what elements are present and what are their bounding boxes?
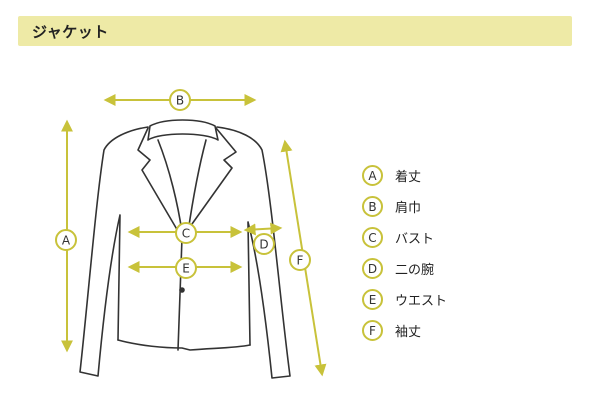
legend-label-a: 着丈 bbox=[395, 170, 422, 185]
marker-f: F bbox=[289, 249, 311, 271]
svg-text:B: B bbox=[176, 94, 184, 108]
legend-item-c: C バスト bbox=[362, 222, 447, 253]
marker-d: D bbox=[253, 233, 275, 255]
svg-text:C: C bbox=[182, 227, 190, 241]
title-bar: ジャケット bbox=[18, 16, 572, 46]
legend-item-e: E ウエスト bbox=[362, 284, 447, 315]
svg-text:A: A bbox=[62, 234, 71, 248]
jacket-button bbox=[179, 287, 185, 293]
legend-badge-b: B bbox=[362, 196, 383, 217]
legend-badge-c: C bbox=[362, 227, 383, 248]
legend-badge-e: E bbox=[362, 289, 383, 310]
legend-label-f: 袖丈 bbox=[395, 325, 422, 340]
jacket-hem bbox=[117, 339, 251, 351]
marker-b: B bbox=[169, 89, 191, 111]
jacket-collar-back bbox=[147, 119, 219, 141]
legend-label-d: 二の腕 bbox=[395, 263, 435, 278]
svg-text:F: F bbox=[297, 254, 304, 268]
legend-badge-d: D bbox=[362, 258, 383, 279]
legend-item-b: B 肩巾 bbox=[362, 191, 447, 222]
legend-badge-f: F bbox=[362, 320, 383, 341]
marker-e: E bbox=[175, 257, 197, 279]
legend-label-b: 肩巾 bbox=[395, 201, 422, 216]
page-title: ジャケット bbox=[32, 22, 109, 41]
legend-label-e: ウエスト bbox=[395, 294, 448, 309]
marker-a: A bbox=[55, 229, 77, 251]
jacket-left-lapel bbox=[137, 127, 183, 351]
jacket-right-lapel bbox=[181, 127, 237, 239]
legend-item-f: F 袖丈 bbox=[362, 315, 447, 346]
marker-c: C bbox=[175, 222, 197, 244]
svg-text:D: D bbox=[259, 238, 268, 252]
legend-badge-a: A bbox=[362, 165, 383, 186]
legend: A 着丈 B 肩巾 C バスト D 二の腕 E ウエスト F 袖丈 bbox=[362, 160, 447, 346]
legend-item-a: A 着丈 bbox=[362, 160, 447, 191]
legend-label-c: バスト bbox=[395, 232, 435, 247]
legend-item-d: D 二の腕 bbox=[362, 253, 447, 284]
arrow-d bbox=[243, 222, 283, 236]
svg-text:E: E bbox=[182, 262, 190, 276]
jacket-left-sleeve bbox=[79, 126, 149, 377]
